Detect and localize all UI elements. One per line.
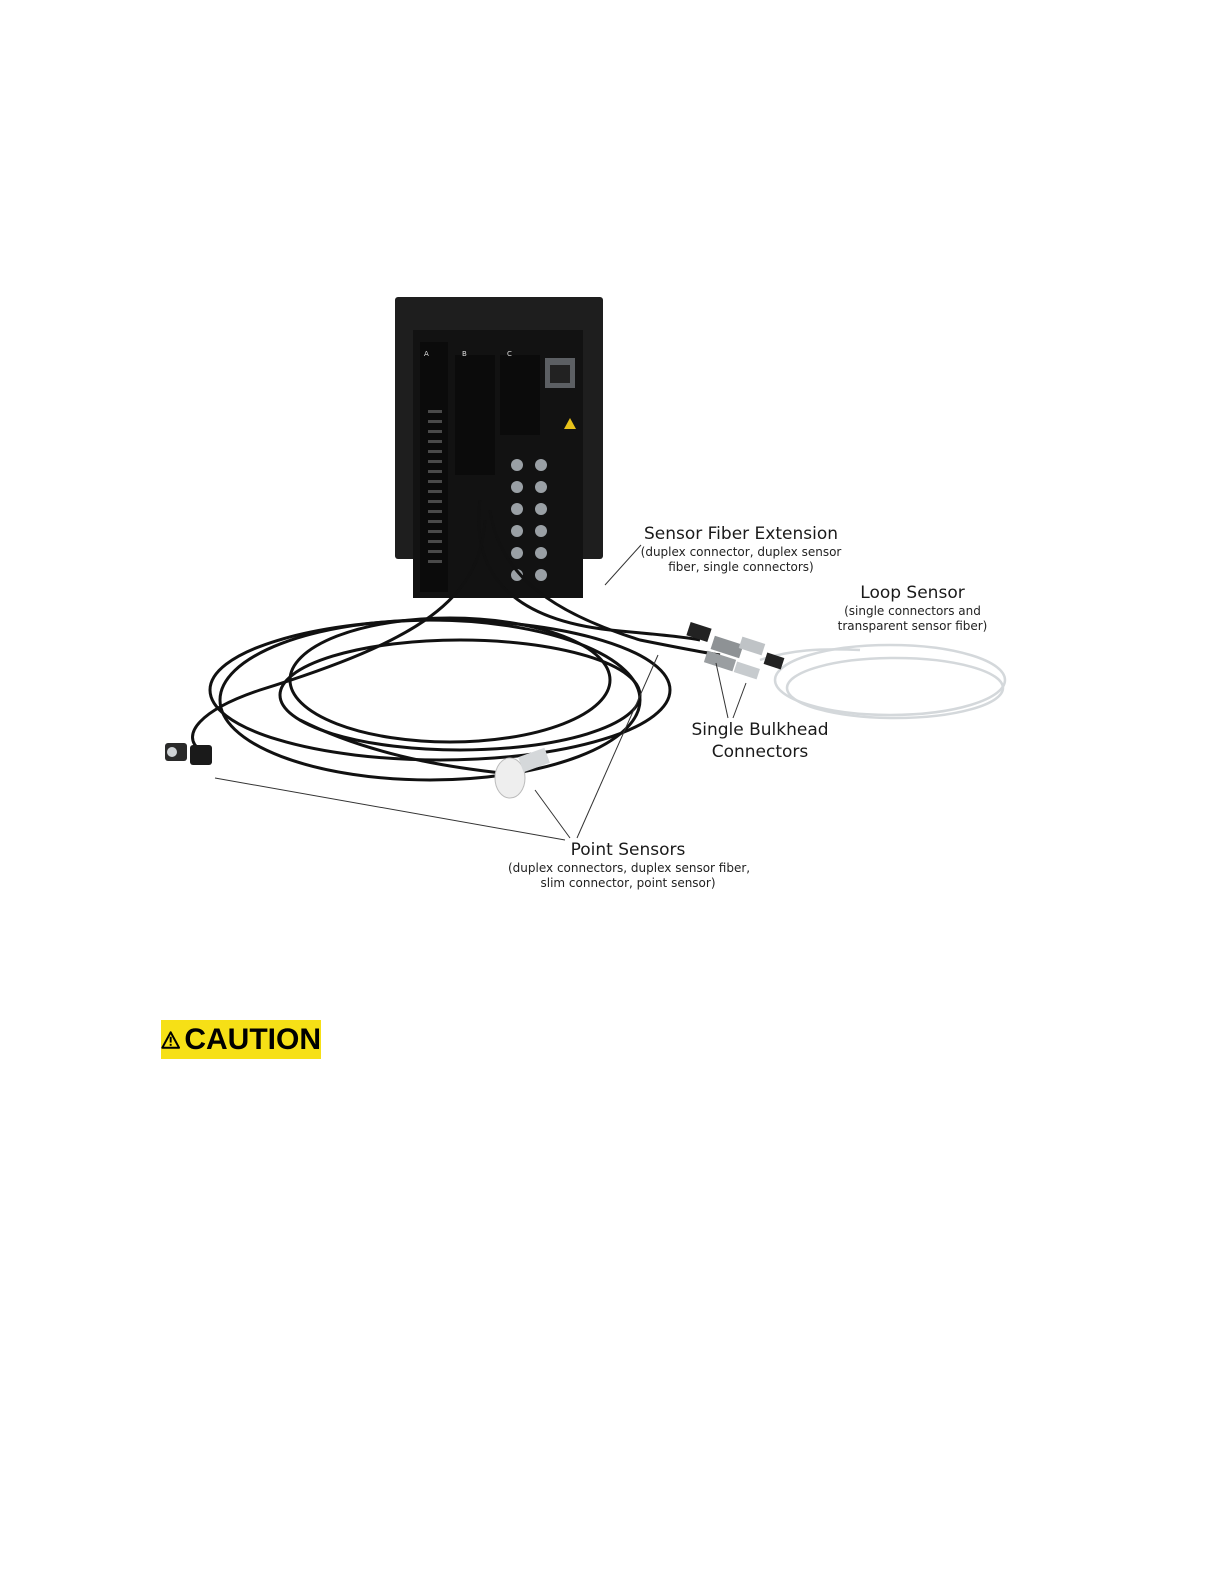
label-title: Connectors <box>685 741 835 763</box>
loop-sensor-fiber <box>760 645 1005 718</box>
label-title: Point Sensors <box>508 839 748 861</box>
caution-label: CAUTION <box>184 1023 321 1057</box>
label-title: Single Bulkhead <box>685 719 835 741</box>
panel-letter-a: A <box>424 350 429 358</box>
point-sensor-duplex-connector <box>165 743 212 765</box>
label-title: Sensor Fiber Extension <box>636 523 846 545</box>
label-detail: (duplex connectors, duplex sensor fiber, <box>508 861 748 876</box>
label-single-bulkhead-connectors: Single Bulkhead Connectors <box>685 719 835 763</box>
panel-letter-c: C <box>507 350 512 358</box>
label-point-sensors: Point Sensors (duplex connectors, duplex… <box>508 839 748 891</box>
label-title: Loop Sensor <box>830 582 995 604</box>
warning-triangle-icon <box>161 1026 180 1054</box>
label-detail: (single connectors and <box>830 604 995 619</box>
label-detail: transparent sensor fiber) <box>830 619 995 634</box>
label-loop-sensor: Loop Sensor (single connectors and trans… <box>830 582 995 634</box>
label-detail: (duplex connector, duplex sensor <box>636 545 846 560</box>
panel-letter-b: B <box>462 350 467 358</box>
label-sensor-fiber-extension: Sensor Fiber Extension (duplex connector… <box>636 523 846 575</box>
label-detail: fiber, single connectors) <box>636 560 846 575</box>
caution-banner: CAUTION <box>161 1020 321 1059</box>
label-detail: slim connector, point sensor) <box>508 876 748 891</box>
